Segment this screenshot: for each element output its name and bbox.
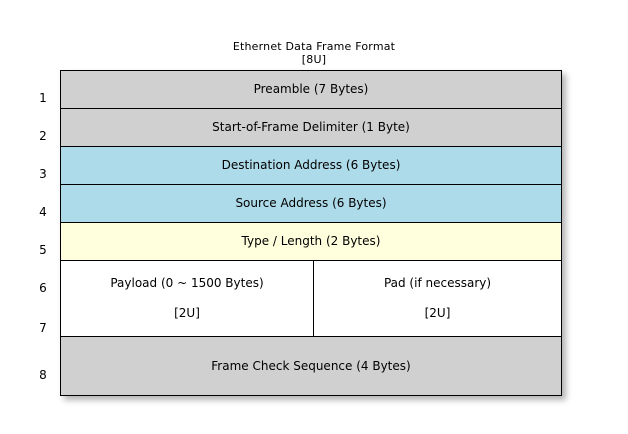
frame-field-label-pad-group: Pad (if necessary) [2U] <box>384 261 491 336</box>
frame-row-type-length: Type / Length (2 Bytes) <box>61 223 561 261</box>
row-number-3: 3 <box>39 167 47 181</box>
frame-field-label-payload-group: Payload (0 ~ 1500 Bytes) [2U] <box>110 261 263 336</box>
row-number-gutter: 1 2 3 4 5 6 7 8 <box>32 70 54 396</box>
frame-field-label-source-address: Source Address (6 Bytes) <box>235 196 387 210</box>
diagram-title-main: Ethernet Data Frame Format <box>232 40 396 53</box>
row-number-8: 8 <box>39 368 47 382</box>
diagram-title: Ethernet Data Frame Format [8U] <box>0 40 628 66</box>
frame-field-label-type-length: Type / Length (2 Bytes) <box>241 234 381 248</box>
frame-field-label-payload: Payload (0 ~ 1500 Bytes) <box>110 276 264 290</box>
frame-format-table: Preamble (7 Bytes) Start-of-Frame Delimi… <box>60 70 562 396</box>
frame-row-payload-pad: Payload (0 ~ 1500 Bytes) [2U] Pad (if ne… <box>61 261 561 337</box>
frame-field-annotation-pad: [2U] <box>424 306 451 320</box>
frame-field-label-preamble: Preamble (7 Bytes) <box>253 82 369 96</box>
row-number-4: 4 <box>39 205 47 219</box>
frame-field-label-pad: Pad (if necessary) <box>383 276 492 290</box>
frame-row-preamble: Preamble (7 Bytes) <box>61 71 561 109</box>
frame-cell-pad: Pad (if necessary) [2U] <box>314 261 561 336</box>
row-number-1: 1 <box>39 91 47 105</box>
row-number-5: 5 <box>39 243 47 257</box>
frame-field-label-sfd: Start-of-Frame Delimiter (1 Byte) <box>212 120 410 134</box>
frame-row-frame-check-sequence: Frame Check Sequence (4 Bytes) <box>61 337 561 395</box>
frame-field-label-frame-check-sequence: Frame Check Sequence (4 Bytes) <box>211 358 411 373</box>
row-number-2: 2 <box>39 129 47 143</box>
diagram-title-subtitle: [8U] <box>301 53 327 66</box>
frame-row-sfd: Start-of-Frame Delimiter (1 Byte) <box>61 109 561 147</box>
row-number-6: 6 <box>39 281 47 295</box>
frame-row-destination-address: Destination Address (6 Bytes) <box>61 147 561 185</box>
frame-field-label-destination-address: Destination Address (6 Bytes) <box>221 158 401 172</box>
row-number-7: 7 <box>39 321 47 335</box>
frame-cell-payload: Payload (0 ~ 1500 Bytes) [2U] <box>61 261 314 336</box>
frame-field-annotation-payload: [2U] <box>174 306 200 320</box>
frame-row-source-address: Source Address (6 Bytes) <box>61 185 561 223</box>
